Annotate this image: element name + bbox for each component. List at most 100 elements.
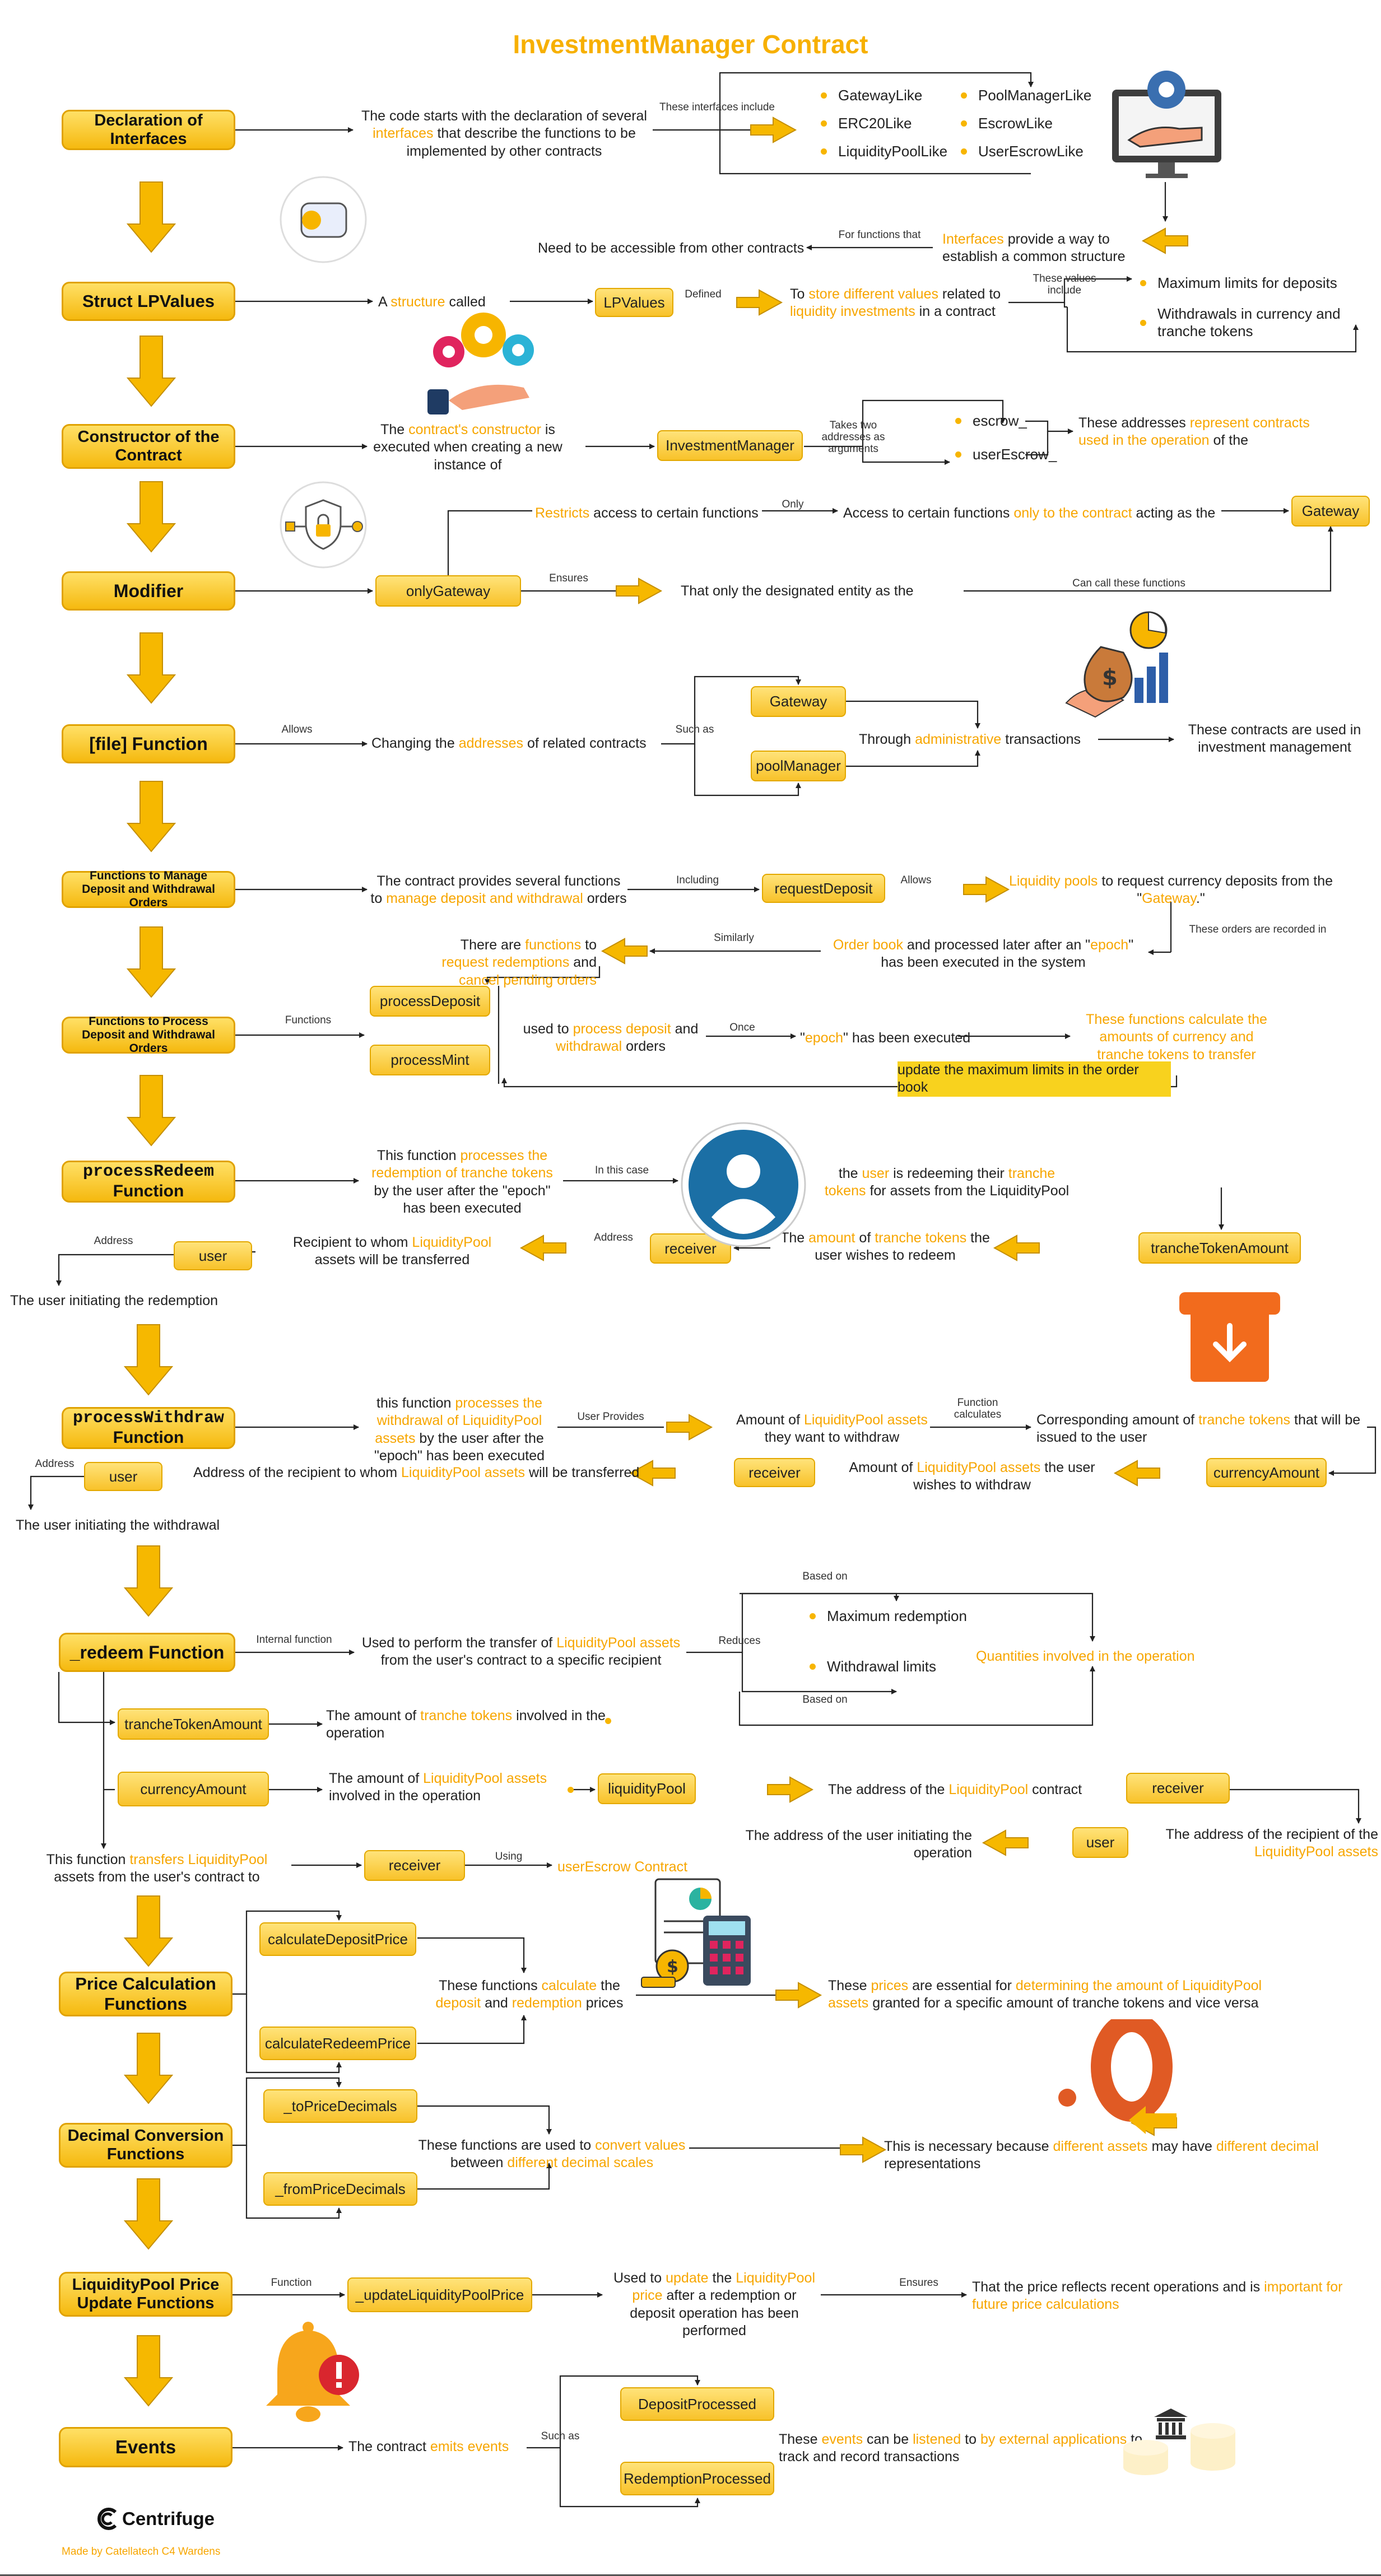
processredeem-amount-text: The amount of tranche tokens the user wi…	[780, 1230, 990, 1264]
label-ensures: Ensures	[549, 572, 588, 584]
connector-line	[846, 750, 980, 767]
interface-item: LiquidityPoolLike	[821, 143, 947, 160]
processwithdraw-kind: Function	[113, 1428, 184, 1447]
money-bag-chart-icon: $	[1056, 608, 1179, 723]
file-main-box: [file] Function	[62, 724, 235, 763]
interface-item: GatewayLike	[821, 87, 922, 104]
label-address-user-redeem: Address	[94, 1235, 133, 1247]
node-onlygateway: onlyGateway	[375, 575, 521, 607]
connector-line	[447, 510, 532, 575]
connector-line	[103, 1722, 115, 1791]
node-topricedecimals: _toPriceDecimals	[263, 2089, 417, 2123]
process-calc-text: These functions calculate the amounts of…	[1086, 1012, 1267, 1063]
flow-down-arrow	[126, 181, 176, 253]
interfaces-description: The code starts with the declaration of …	[361, 108, 647, 159]
events-description: These events can be listened to by exter…	[779, 2431, 1143, 2465]
flow-down-arrow	[126, 336, 176, 407]
lpupdate-description: Used to update the LiquidityPool price a…	[613, 2270, 815, 2339]
highlight-arrow	[616, 577, 663, 604]
monitor-gear-icon	[1106, 62, 1227, 182]
label-values-include: These values include	[1033, 273, 1096, 296]
redeem-tranche-dot	[605, 1718, 611, 1724]
connector-line	[846, 700, 980, 729]
redeem-limit-item: Withdrawal limits	[810, 1658, 936, 1675]
decimal-zero-icon	[1056, 2012, 1191, 2142]
file-description: Changing the addresses of related contra…	[371, 735, 647, 751]
label-such-as-file: Such as	[675, 724, 714, 735]
process-update-highlight: update the maximum limits in the order b…	[898, 1061, 1171, 1097]
decimal-description: These functions are used to convert valu…	[418, 2137, 686, 2171]
label-based-on-2: Based on	[802, 1694, 848, 1706]
label-function-lp: Function	[271, 2277, 312, 2289]
interface-item: UserEscrowLike	[961, 143, 1084, 160]
redeem-transfers-text: This function transfers LiquidityPool as…	[46, 1852, 268, 1885]
redeem-currency-dot	[568, 1787, 574, 1793]
node-user-redeem: user	[174, 1241, 252, 1270]
page-title: InvestmentManager Contract	[513, 30, 868, 59]
flow-down-arrow	[126, 781, 176, 853]
processredeem-desc: This function processes the redemption o…	[371, 1148, 553, 1216]
label-using: Using	[495, 1851, 523, 1862]
processredeem-user-text: the user is redeeming their tranche toke…	[824, 1166, 1070, 1199]
highlight-arrow	[750, 117, 797, 143]
node-user-withdraw: user	[84, 1462, 162, 1491]
processredeem-kind: Function	[113, 1181, 184, 1200]
highlight-arrow	[993, 1235, 1040, 1261]
node-receiver-transfer: receiver	[364, 1850, 465, 1881]
connector-line	[1025, 420, 1073, 434]
label-functions: Functions	[285, 1014, 332, 1026]
price-main-box: Price Calculation Functions	[59, 1972, 233, 2016]
constructor-item: userEscrow_	[955, 446, 1057, 463]
processredeem-main-box: processRedeem Function	[62, 1161, 235, 1203]
connector-line	[417, 2105, 552, 2135]
flow-down-arrow	[126, 926, 176, 998]
constructor-main-box: Constructor of the Contract	[62, 424, 235, 469]
file-through-text: Through administrative transactions	[859, 732, 1081, 747]
manage-description: The contract provides several functions …	[370, 873, 627, 907]
centrifuge-logo: Centrifuge	[95, 2507, 215, 2531]
highlight-arrow	[519, 1235, 566, 1261]
modifier-entity: That only the designated entity as the	[681, 583, 914, 599]
label-takes-two: Takes two addresses as arguments	[821, 420, 885, 455]
process-used-text: used to process deposit and withdrawal o…	[523, 1021, 699, 1055]
label-in-this-case: In this case	[594, 1164, 649, 1176]
manage-redeem-text: There are functions to request redemptio…	[441, 937, 597, 988]
node-liquiditypool: liquidityPool	[598, 1773, 696, 1804]
modifier-restricts: Restricts access to certain functions	[535, 505, 759, 521]
node-updateliquiditypoolprice: _updateLiquidityPoolPrice	[347, 2277, 532, 2312]
label-allows-file: Allows	[281, 724, 313, 735]
highlight-arrow	[666, 1414, 713, 1441]
processwithdraw-corresponding: Corresponding amount of tranche tokens t…	[1036, 1412, 1361, 1446]
label-interfaces-include: These interfaces include	[659, 101, 775, 113]
interface-item: EscrowLike	[961, 115, 1053, 132]
file-result-text: These contracts are used in investment m…	[1188, 722, 1361, 756]
process-epoch-text: "epoch" has been executed	[800, 1030, 971, 1046]
node-investmentmanager: InvestmentManager	[657, 430, 803, 461]
node-depositprocessed: DepositProcessed	[620, 2387, 774, 2421]
node-currencyamount-redeemfn: currencyAmount	[118, 1772, 269, 1806]
node-calculatedepositprice: calculateDepositPrice	[259, 1922, 416, 1956]
label-such-as-events: Such as	[541, 2430, 580, 2442]
node-processdeposit: processDeposit	[370, 986, 490, 1017]
highlight-arrow	[601, 938, 648, 965]
price-description: These functions calculate the deposit an…	[435, 1978, 624, 2011]
price-essential-text: These prices are essential for determini…	[828, 1978, 1262, 2011]
redeem-tranche-text: The amount of tranche tokens involved in…	[326, 1708, 606, 1741]
highlight-arrow	[775, 1982, 822, 2009]
processwithdraw-main-box: processWithdraw Function	[62, 1407, 235, 1449]
highlight-arrow	[767, 1776, 814, 1803]
struct-text: A structure called	[378, 294, 486, 310]
node-tranchetokenamount-redeemfn: trancheTokenAmount	[118, 1708, 269, 1740]
connector-line	[56, 1254, 174, 1286]
label-recorded-in: These orders are recorded in	[1189, 924, 1327, 935]
node-gateway-file: Gateway	[751, 686, 846, 717]
interfaces-main-box: Declaration of Interfaces	[62, 110, 235, 150]
toggle-switch-icon	[279, 175, 368, 264]
processwithdraw-initiating: The user initiating the withdrawal	[16, 1517, 220, 1533]
connector-line	[58, 1672, 104, 1723]
connector-line	[1230, 1788, 1361, 1824]
user-avatar-icon	[681, 1122, 807, 1248]
redeem-main-box: _redeem Function	[59, 1633, 235, 1672]
